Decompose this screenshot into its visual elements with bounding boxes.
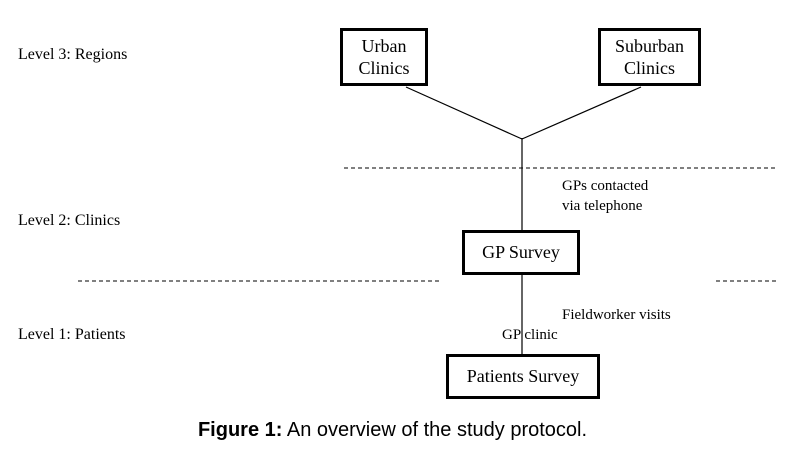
- figure-caption-text: An overview of the study protocol.: [282, 419, 588, 441]
- level-label-regions: Level 3: Regions: [18, 46, 128, 63]
- node-urban-clinics-label: Urban Clinics: [358, 35, 410, 79]
- annotation-gps-contacted: GPs contacted via telephone: [562, 178, 649, 214]
- annotation-gp-clinic: GP clinic: [502, 327, 558, 343]
- connector-suburban-to-junction: [521, 86, 642, 140]
- node-patients-survey: Patients Survey: [446, 354, 600, 399]
- node-suburban-clinics-label: Suburban Clinics: [615, 35, 684, 79]
- figure-caption-prefix: Figure 1:: [197, 419, 283, 441]
- connector-urban-to-junction: [405, 86, 523, 140]
- annotation-fieldworker-visits: Fieldworker visits: [562, 307, 671, 323]
- level-label-patients: Level 1: Patients: [18, 326, 126, 343]
- node-gp-survey: GP Survey: [462, 230, 580, 275]
- node-patients-survey-label: Patients Survey: [466, 366, 580, 387]
- node-gp-survey-label: GP Survey: [482, 242, 560, 263]
- level-label-clinics: Level 2: Clinics: [18, 212, 121, 229]
- node-suburban-clinics: Suburban Clinics: [598, 28, 701, 86]
- node-urban-clinics: Urban Clinics: [340, 28, 428, 86]
- figure-caption: Figure 1: An overview of the study proto…: [0, 417, 785, 443]
